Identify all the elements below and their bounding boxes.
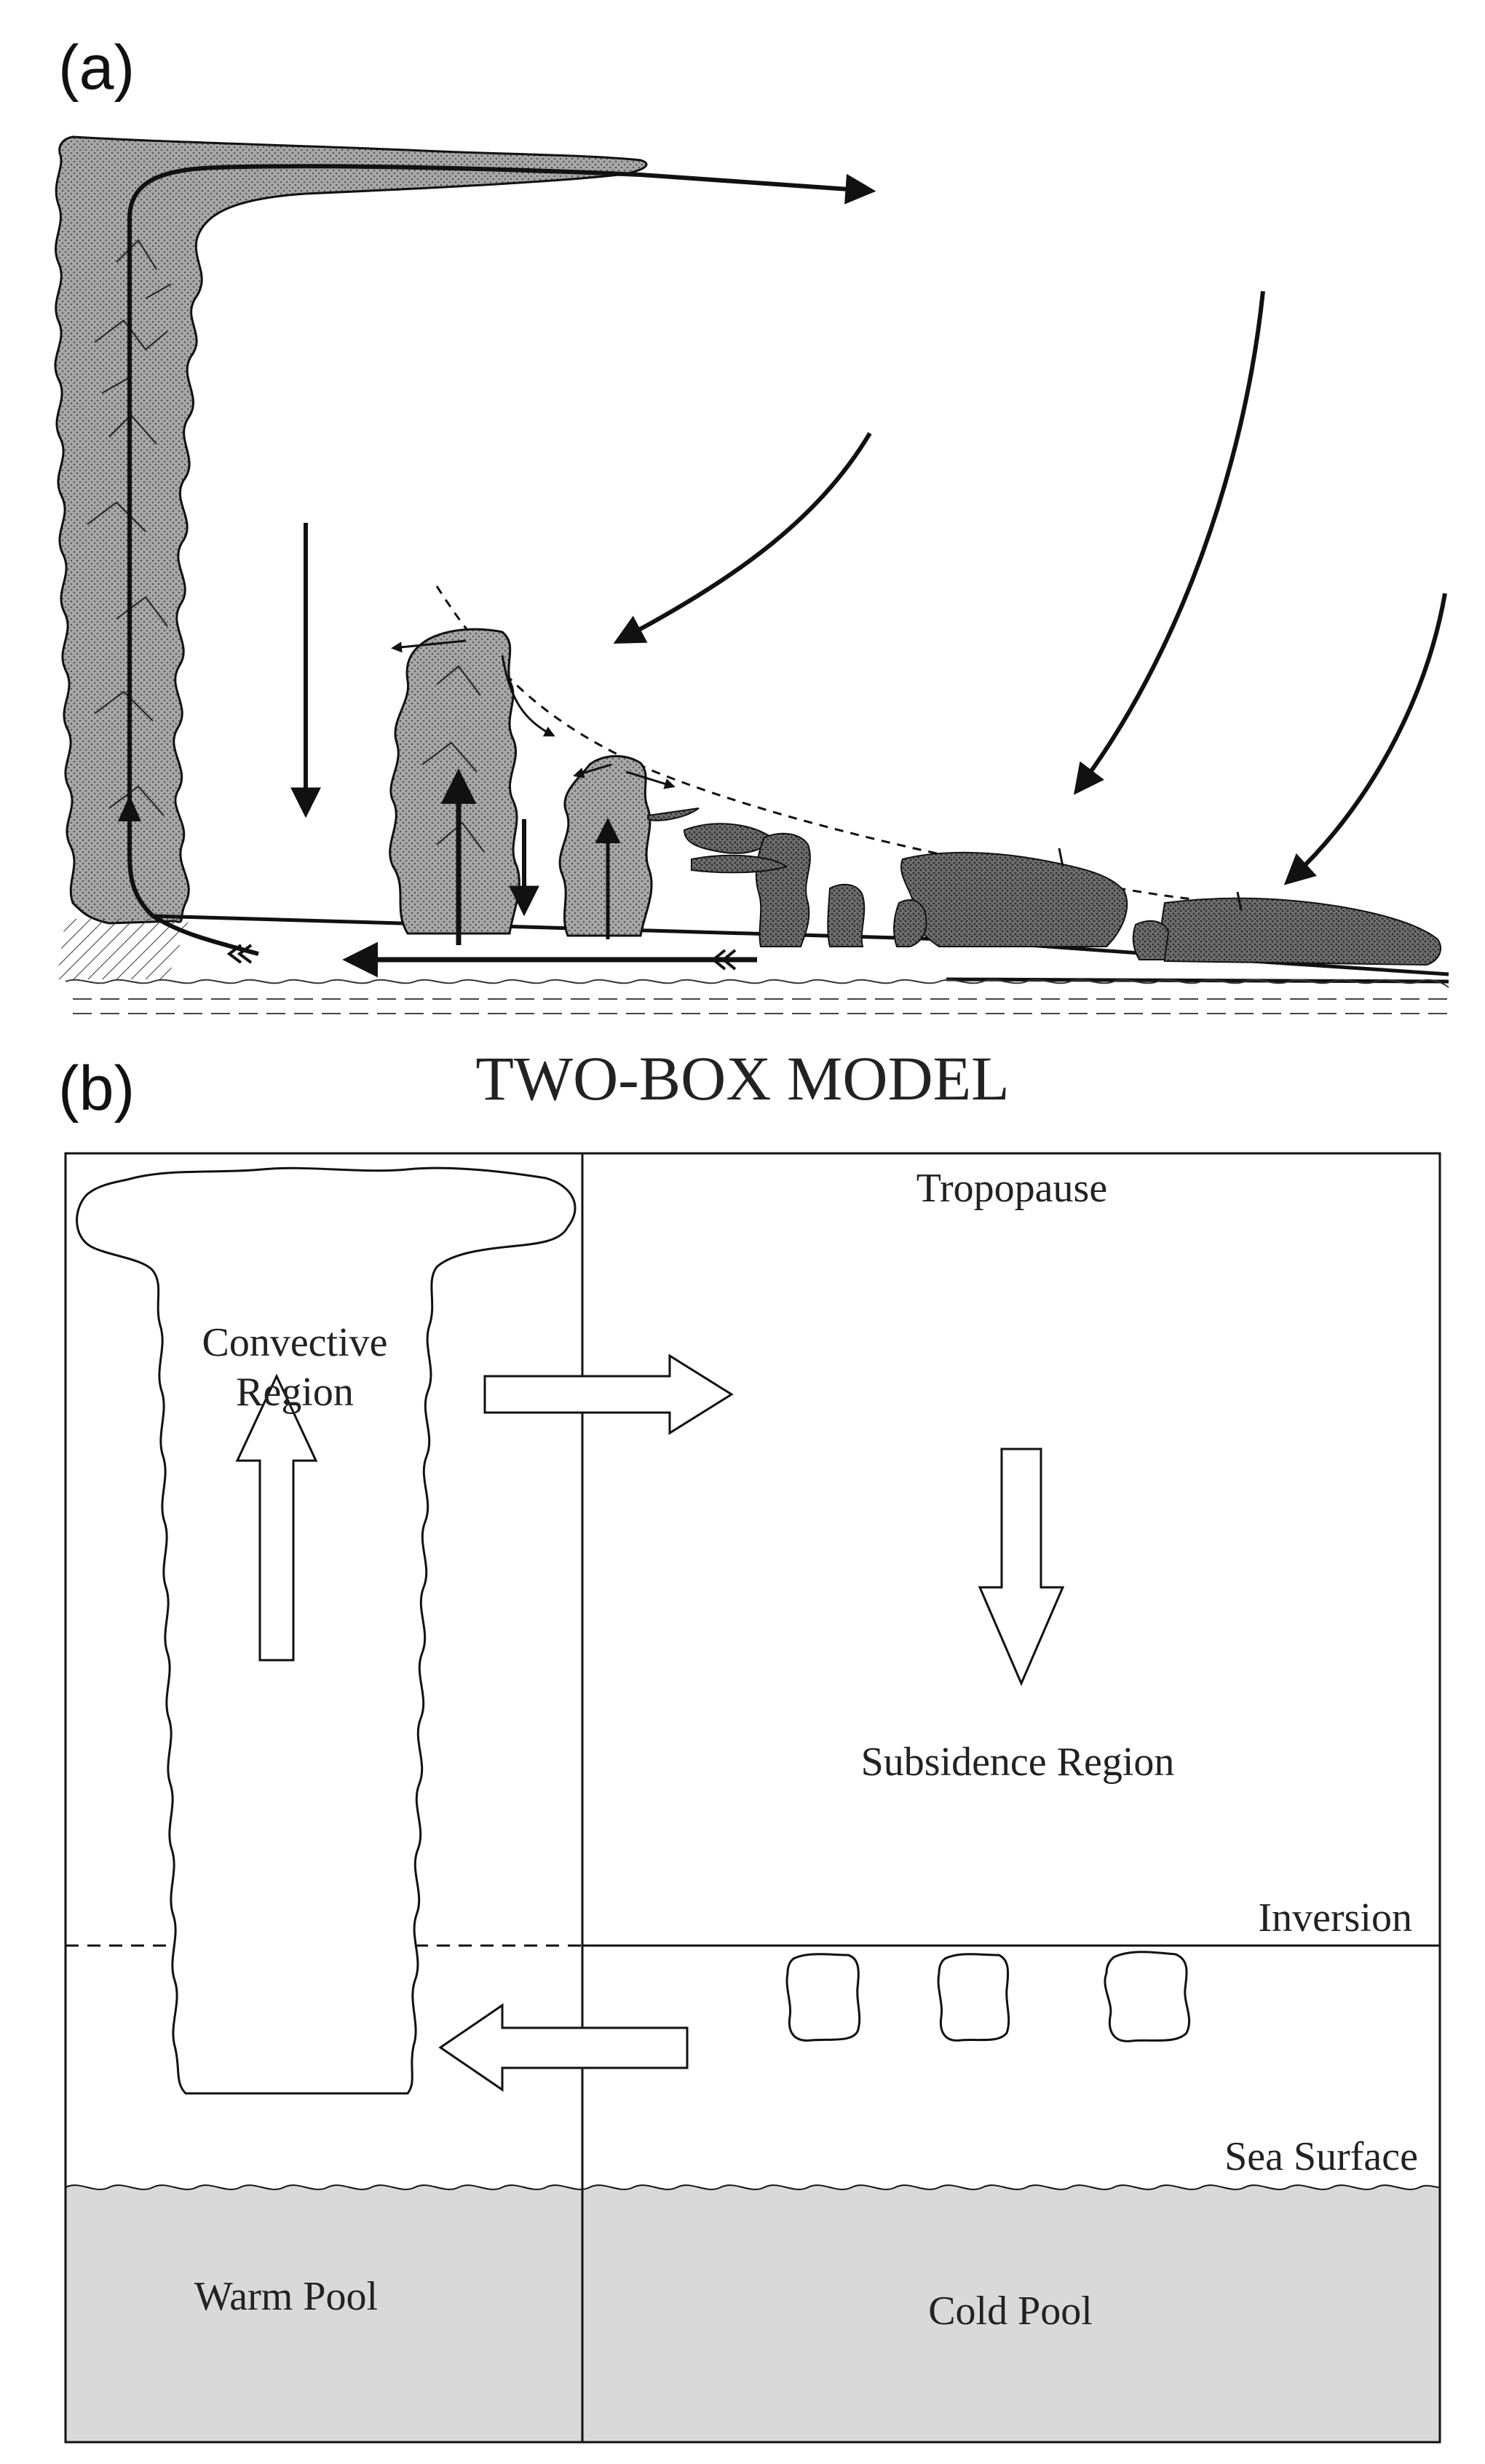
- updraft-circulation-line: [127, 164, 876, 956]
- outflow-arrow: [483, 1354, 734, 1435]
- panel-b-label: (b): [58, 1054, 135, 1124]
- ocean-layer: [65, 2184, 1441, 2443]
- subsidence-arrow: [978, 1448, 1065, 1686]
- convective-region-label-line2: Region: [236, 1370, 354, 1415]
- sea-surface-label: Sea Surface: [1224, 2134, 1418, 2179]
- two-box-model: Convective Region Tropopause Subsidence …: [64, 1152, 1441, 2444]
- cumulus-cloud: [389, 628, 520, 935]
- deep-convective-cloud: [54, 135, 648, 925]
- subsidence-region-label: Subsidence Region: [861, 1740, 1175, 1785]
- convective-region-label-line1: Convective: [202, 1320, 387, 1365]
- shallow-cloud: [785, 1953, 861, 2042]
- model-frame: [64, 1152, 1441, 2444]
- return-flow-arrow: [438, 2003, 689, 2092]
- cold-pool-label: Cold Pool: [928, 2289, 1093, 2334]
- tropopause-label: Tropopause: [916, 1166, 1107, 1211]
- inversion-label: Inversion: [1258, 1895, 1412, 1940]
- updraft-arrow: [235, 1373, 318, 1662]
- panel-a-diagram: [54, 135, 1449, 1014]
- shallow-cloud: [1104, 1951, 1191, 2042]
- panel-a-label: (a): [58, 33, 135, 103]
- panel-b-title: TWO-BOX MODEL: [475, 1043, 1009, 1113]
- shallow-cloud: [937, 1953, 1010, 2042]
- convective-cloud-outline: [76, 1166, 577, 2095]
- warm-pool-label: Warm Pool: [194, 2274, 378, 2319]
